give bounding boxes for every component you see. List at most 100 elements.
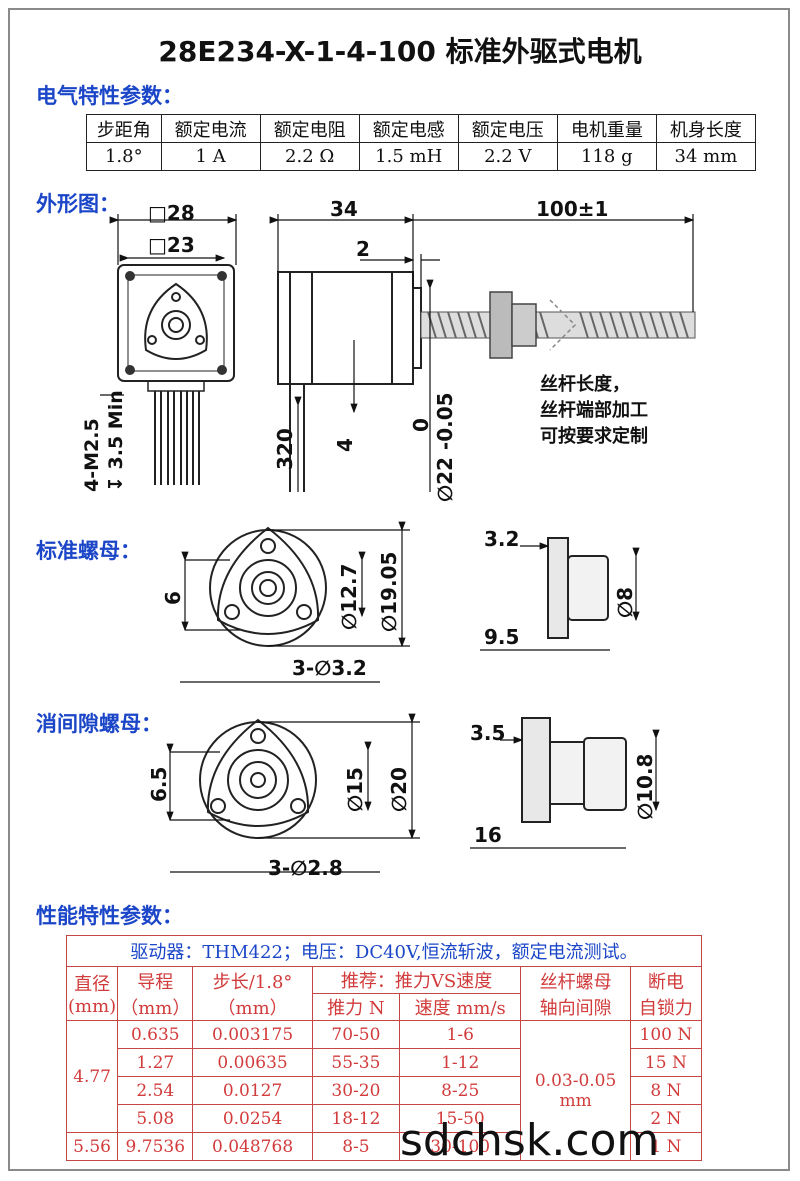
header-text: 直径	[74, 974, 111, 995]
table-row: 5.56 9.7536 0.048768 8-5 30-100 1 N	[65, 1132, 703, 1161]
anti-nut-side	[521, 717, 627, 823]
spec-header-cell: 机身长度	[655, 114, 757, 143]
dim-12-7: ∅12.7	[337, 564, 361, 630]
cell-clearance: 0.03-0.05 mm	[520, 1020, 631, 1161]
std-nut-front	[209, 526, 327, 647]
dim-square-28: □28	[148, 201, 195, 225]
dim-100: 100±1	[536, 197, 608, 221]
dim-0: 0	[409, 418, 433, 432]
page-frame	[8, 8, 790, 1171]
cell-speed: 30-100	[399, 1132, 522, 1161]
dim-19-05: ∅19.05	[377, 552, 401, 632]
table-row: 5.08 0.0254 18-12 15-50 2 N	[67, 1104, 703, 1133]
header-unit: (mm)	[67, 996, 117, 1017]
performance-heading: 性能特性参数：	[36, 904, 183, 928]
std-nut-side	[547, 537, 609, 639]
cell-lock: 15 N	[629, 1048, 703, 1077]
cell-thrust: 8-5	[311, 1132, 401, 1161]
dim-10-8: ∅10.8	[633, 754, 657, 820]
lead-screw	[420, 291, 696, 359]
cell-step: 0.003175	[192, 1020, 313, 1049]
dim-22: ∅22 -0.05	[433, 392, 457, 502]
cell-thrust: 70-50	[311, 1020, 401, 1049]
anti-nut-heading: 消间隙螺母：	[36, 712, 162, 736]
cell-diameter: 5.56	[65, 1132, 119, 1161]
header-unit: （mm）	[217, 997, 288, 1019]
header-lock: 断电 自锁力	[629, 966, 703, 1021]
header-text: 丝杆螺母	[539, 971, 612, 993]
spec-header-cell: 额定电感	[358, 114, 459, 143]
dim-4: 4	[333, 438, 357, 452]
screw-note-line: 丝杆长度，	[540, 373, 630, 395]
cell-lock: 100 N	[629, 1020, 703, 1049]
dim-6-5: 6.5	[147, 767, 171, 802]
header-text: 断电	[647, 971, 684, 993]
cell-lock: 8 N	[629, 1076, 703, 1105]
spec-header-cell: 额定电流	[160, 114, 261, 143]
cell-thrust: 18-12	[311, 1104, 401, 1133]
spec-value-cell: 2.2 V	[457, 142, 558, 171]
dim-16: 16	[474, 823, 502, 847]
outline-heading: 外形图：	[36, 192, 120, 216]
table-row: 4.77 0.635 0.003175 70-50 1-6 0.03-0.05 …	[65, 1020, 703, 1161]
anti-nut-front	[199, 718, 317, 839]
header-speed: 速度 mm/s	[399, 993, 522, 1021]
cell-lead: 5.08	[117, 1104, 194, 1133]
cell-speed: 1-12	[399, 1048, 522, 1077]
dim-holes-3-2: 3-∅3.2	[292, 656, 367, 680]
cell-step: 0.0254	[192, 1104, 313, 1133]
cell-step: 0.048768	[192, 1132, 313, 1161]
cell-speed: 1-6	[399, 1020, 522, 1049]
electrical-heading: 电气特性参数：	[36, 84, 183, 108]
std-nut-drawing: 6 ∅12.7 ∅19.05 3-∅3.2 3.2 9.5 ∅8	[161, 521, 640, 683]
page-title: 28E234-X-1-4-100 标准外驱式电机	[158, 35, 642, 68]
cell-lead: 0.635	[117, 1020, 194, 1049]
std-nut-heading: 标准螺母：	[36, 539, 141, 563]
cell-step: 0.0127	[192, 1076, 313, 1105]
header-text: 自锁力	[638, 997, 693, 1019]
clearance-unit: mm	[559, 1090, 592, 1111]
spec-header-cell: 额定电阻	[259, 114, 360, 143]
header-text: 导程	[137, 971, 174, 993]
header-lead: 导程 （mm）	[117, 966, 194, 1021]
performance-table: 驱动器：THM422；电压：DC40V,恒流斩波，额定电流测试。 直径 (mm)…	[65, 935, 703, 1161]
spec-value-cell: 118 g	[556, 142, 657, 171]
header-text: 轴向间隙	[539, 997, 612, 1019]
cell-lead: 2.54	[117, 1076, 194, 1105]
dim-length-34: 34	[330, 197, 358, 221]
cell-lock: 1 N	[629, 1132, 703, 1161]
dim-20: ∅20	[387, 767, 411, 812]
clearance-value: 0.03-0.05	[534, 1070, 617, 1091]
spec-value-cell: 1.5 mH	[358, 142, 459, 171]
cell-diameter: 4.77	[65, 1020, 119, 1133]
dim-15: ∅15	[343, 767, 367, 812]
motor-side-view	[277, 271, 422, 492]
dim-3-2: 3.2	[484, 527, 519, 551]
dim-holes-m25: 4-M2.5	[81, 418, 103, 492]
spec-value-cell: 2.2 Ω	[259, 142, 360, 171]
driver-row: 驱动器：THM422；电压：DC40V,恒流斩波，额定电流测试。	[66, 935, 702, 967]
table-row: 1.27 0.00635 55-35 1-12 15 N	[67, 1048, 703, 1077]
header-unit: （mm）	[120, 997, 191, 1019]
dim-8: ∅8	[613, 587, 637, 618]
header-clearance: 丝杆螺母 轴向间隙	[520, 966, 631, 1021]
screw-note-line: 可按要求定制	[540, 425, 648, 447]
cell-speed: 8-25	[399, 1076, 522, 1105]
driver-info: 驱动器：THM422；电压：DC40V,恒流斩波，额定电流测试。	[66, 935, 702, 967]
spec-header-cell: 额定电压	[457, 114, 558, 143]
dim-6: 6	[161, 591, 185, 605]
cell-thrust: 55-35	[311, 1048, 401, 1077]
spec-value-row: 1.8° 1 A 2.2 Ω 1.5 mH 2.2 V 118 g 34 mm	[86, 142, 757, 171]
perf-header-row: 直径 (mm) 导程 （mm） 步长/1.8° （mm） 推荐：推力VS速度 丝…	[65, 966, 703, 1021]
dim-holes-2-8: 3-∅2.8	[268, 856, 343, 880]
electrical-spec-table: 步距角 额定电流 额定电阻 额定电感 额定电压 电机重量 机身长度 1.8° 1…	[86, 114, 757, 171]
spec-value-cell: 1 A	[160, 142, 261, 171]
header-step: 步长/1.8° （mm）	[192, 966, 313, 1021]
spec-header-cell: 电机重量	[556, 114, 657, 143]
anti-nut-drawing: 6.5 ∅15 ∅20 3-∅2.8 3.5 16 ∅10.8	[147, 713, 660, 880]
cell-speed: 15-50	[399, 1104, 522, 1133]
dim-holes-depth: ↧ 3.5 Min	[105, 390, 127, 492]
header-text: 步长/1.8°	[212, 971, 293, 993]
perf-subheader-row: 推力 N 速度 mm/s	[67, 993, 702, 1021]
